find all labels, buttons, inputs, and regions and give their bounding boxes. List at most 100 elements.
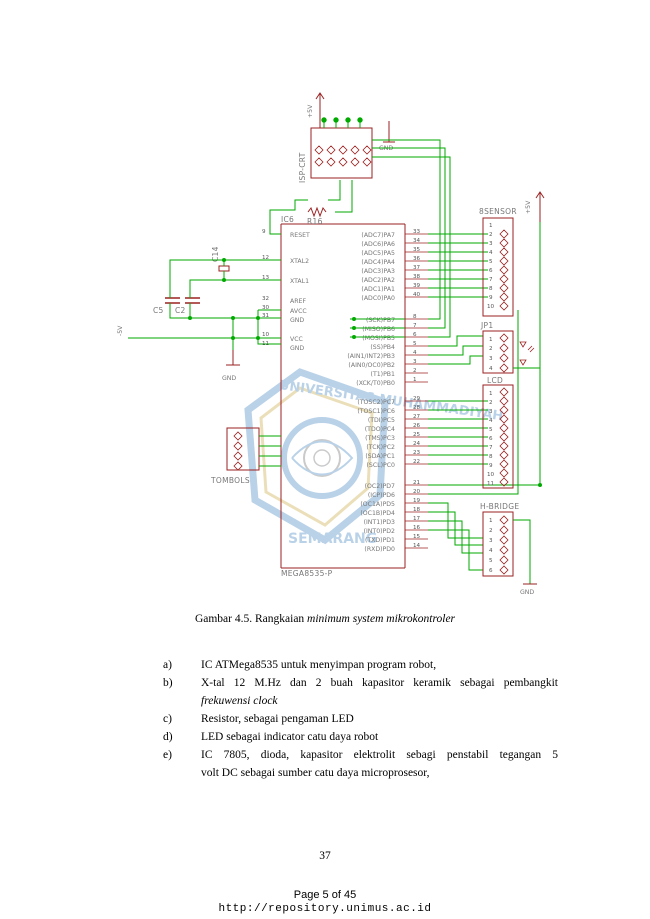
left-pin-num-5: 31 xyxy=(262,313,270,319)
svg-text:3: 3 xyxy=(489,356,493,362)
caption-prefix: Gambar 4.5. Rangkaian xyxy=(194,613,308,625)
list-letter: a) xyxy=(163,659,172,671)
portb-5: (AIN0/OC0)PB2 xyxy=(348,362,395,369)
isp-connector: ISP-CRT GND xyxy=(298,121,395,183)
porta-num-1: 34 xyxy=(413,238,421,244)
list-continuation: volt DC sebagai sumber catu daya micropr… xyxy=(201,767,430,779)
portc-num-7: 22 xyxy=(413,459,420,465)
portd-3: (OC1B)PD4 xyxy=(360,510,395,517)
sensor-connector: 8SENSOR 123 456 789 10 xyxy=(479,207,517,317)
porta-num-7: 40 xyxy=(413,292,421,298)
portd-num-0: 21 xyxy=(413,480,421,486)
svg-text:1: 1 xyxy=(489,518,493,524)
svg-text:8: 8 xyxy=(489,286,493,292)
lcd-label: LCD xyxy=(487,376,503,385)
left-pin-0: RESET xyxy=(290,232,310,239)
porta-7: (ADC0)PA0 xyxy=(361,295,395,302)
vcc-neg-label: -5V xyxy=(117,325,124,336)
portd-num-1: 20 xyxy=(413,489,421,495)
portb-2: (MOSI)PB5 xyxy=(362,335,395,342)
portc-1: (TOSC1)PC6 xyxy=(357,408,395,415)
portd-num-3: 18 xyxy=(413,507,421,513)
portd-4: (INT1)PD3 xyxy=(364,519,395,526)
left-pin-num-0: 9 xyxy=(262,229,266,235)
watermark-bottom: SEMARANG xyxy=(288,531,377,547)
list-item: c) Resistor, sebagai pengaman LED xyxy=(163,710,558,728)
portc-5: (TCK)PC2 xyxy=(366,444,395,451)
svg-text:10: 10 xyxy=(487,304,495,310)
portb-num-1: 7 xyxy=(413,323,417,329)
vcc-symbol-right: +5V xyxy=(525,191,545,222)
gnd-label-right: GND xyxy=(520,589,534,596)
left-pin-labels: RESET XTAL2 XTAL1 AREF AVCC GND VCC GND … xyxy=(262,229,310,352)
svg-text:2: 2 xyxy=(489,528,493,534)
porta-5: (ADC2)PA2 xyxy=(361,277,395,284)
portd-num-4: 17 xyxy=(413,516,421,522)
porta-num-2: 35 xyxy=(413,247,421,253)
porta-num-0: 33 xyxy=(413,229,421,235)
porta-labels: (ADC7)PA7 (ADC6)PA6 (ADC5)PA5 (ADC4)PA4 … xyxy=(361,229,420,302)
vcc-neg-symbol: -5V xyxy=(117,325,150,339)
portd-num-5: 16 xyxy=(413,525,421,531)
list-text: X-tal 12 M.Hz dan 2 buah kapasitor keram… xyxy=(201,677,558,689)
left-pin-num-3: 32 xyxy=(262,296,269,302)
left-pin-3: AREF xyxy=(290,298,306,305)
portc-num-1: 28 xyxy=(413,405,421,411)
svg-text:9: 9 xyxy=(489,463,493,469)
svg-text:3: 3 xyxy=(489,241,493,247)
portd-0: (OC2)PD7 xyxy=(365,483,395,490)
left-pin-6: VCC xyxy=(290,336,303,343)
ic-label: IC6 xyxy=(281,215,294,224)
portb-3: (SS)PB4 xyxy=(370,344,395,351)
left-pin-4: AVCC xyxy=(290,308,307,315)
portc-num-2: 27 xyxy=(413,414,421,420)
c2-label: C2 xyxy=(175,306,186,315)
svg-text:4: 4 xyxy=(489,548,493,554)
svg-text:5: 5 xyxy=(489,558,493,564)
portb-num-7: 1 xyxy=(413,377,417,383)
svg-text:3: 3 xyxy=(489,409,493,415)
svg-text:6: 6 xyxy=(489,436,493,442)
list-letter: c) xyxy=(163,713,172,725)
portd-7: (RXD)PD0 xyxy=(364,546,395,553)
list-text: Resistor, sebagai pengaman LED xyxy=(201,713,354,725)
portb-num-3: 5 xyxy=(413,341,417,347)
portd-1: (ICP)PD6 xyxy=(368,492,395,499)
sensor-label: 8SENSOR xyxy=(479,207,517,216)
left-pin-num-7: 11 xyxy=(262,341,270,347)
component-list: a) IC ATMega8535 untuk menyimpan program… xyxy=(163,656,558,782)
portd-num-2: 19 xyxy=(413,498,421,504)
list-letter: d) xyxy=(163,731,173,743)
hbridge-connector: H-BRIDGE 123 456 xyxy=(480,502,519,577)
svg-text:11: 11 xyxy=(487,481,495,487)
portc-num-3: 26 xyxy=(413,423,421,429)
crystal-cap-network: C14 C5 C2 xyxy=(153,246,230,315)
microcontroller: IC6 MEGA8535-P xyxy=(280,215,406,578)
tombol-label: TOMBOLS xyxy=(210,476,250,485)
left-pin-2: XTAL1 xyxy=(290,278,309,285)
svg-text:5: 5 xyxy=(489,259,493,265)
left-pin-5: GND xyxy=(290,317,304,324)
portb-7: (XCK/T0)PB0 xyxy=(356,380,395,387)
portd-6: (TXD)PD1 xyxy=(365,537,395,544)
list-letter: b) xyxy=(163,677,173,689)
list-item: d) LED sebagai indicator catu daya robot xyxy=(163,728,558,746)
svg-text:1: 1 xyxy=(489,223,493,229)
left-pin-num-4: 30 xyxy=(262,305,270,311)
porta-num-5: 38 xyxy=(413,274,421,280)
hbridge-label: H-BRIDGE xyxy=(480,502,519,511)
svg-text:5: 5 xyxy=(489,427,493,433)
list-continuation: frekuwensi clock xyxy=(201,692,558,710)
porta-num-4: 37 xyxy=(413,265,421,271)
portb-num-2: 6 xyxy=(413,332,417,338)
portd-labels: (OC2)PD7 (ICP)PD6 (OC1A)PD5 (OC1B)PD4 (I… xyxy=(360,480,420,553)
c14-label: C14 xyxy=(211,246,220,262)
gnd-symbol-left: GND xyxy=(222,350,240,382)
vcc-label-right: +5V xyxy=(525,200,532,214)
repository-link[interactable]: http://repository.unimus.ac.id xyxy=(218,903,432,915)
mcu-label: MEGA8535-P xyxy=(281,569,333,578)
vcc-symbol-top: +5V xyxy=(307,92,325,128)
svg-text:4: 4 xyxy=(489,418,493,424)
portc-labels: (TOSC2)PC7 (TOSC1)PC6 (TDI)PC5 (TDO)PC4 … xyxy=(357,396,420,469)
porta-num-6: 39 xyxy=(413,283,421,289)
